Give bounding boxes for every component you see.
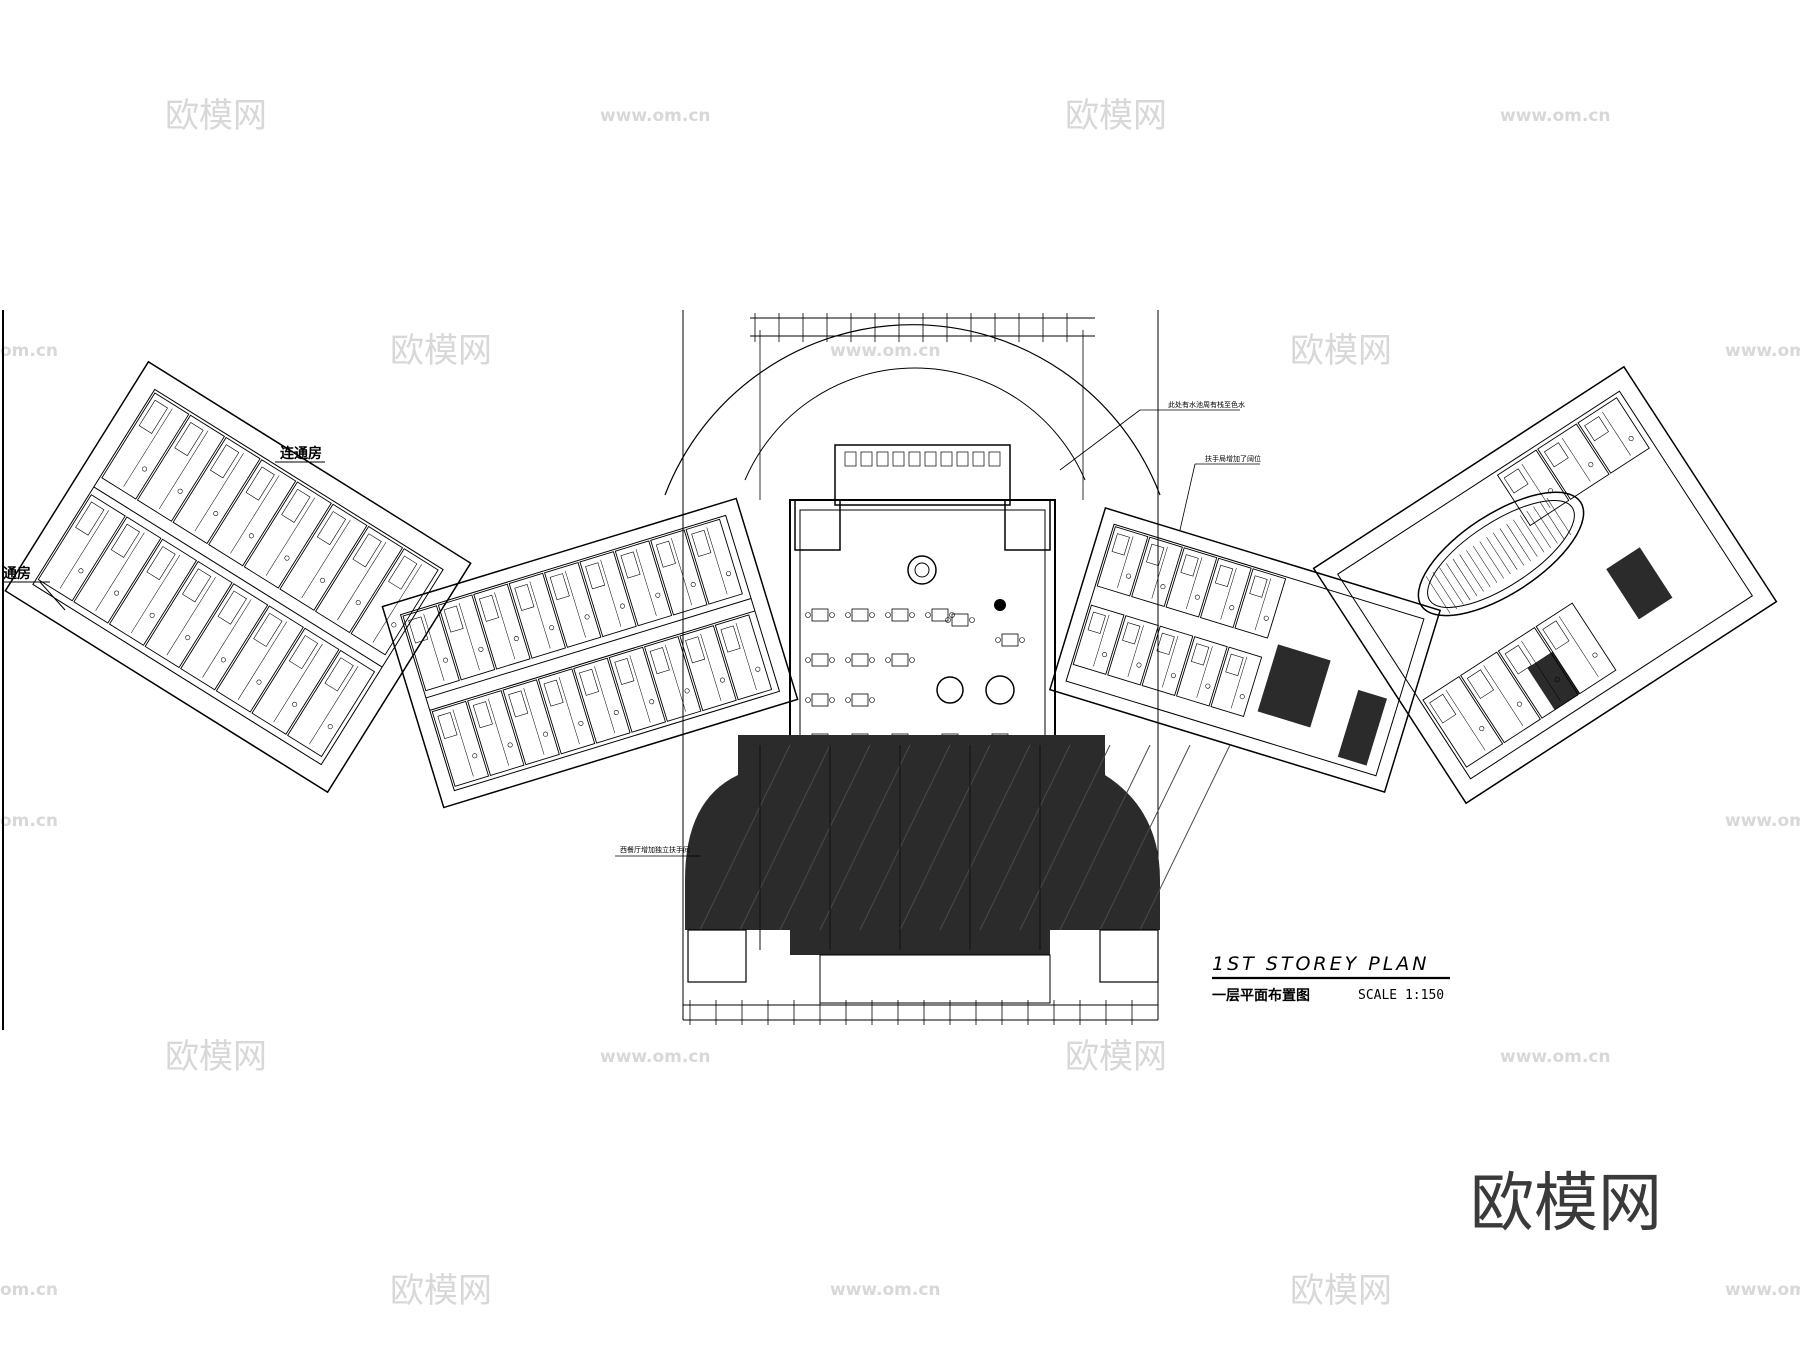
watermark-brand: 欧模网 bbox=[390, 1271, 492, 1311]
title-block: 1ST STOREY PLAN 一层平面布置图 SCALE 1:150 bbox=[1212, 953, 1450, 1004]
watermark-url: www.om.cn bbox=[1500, 106, 1611, 126]
left-inner-wing bbox=[381, 497, 799, 809]
bottom-dimension-lines bbox=[683, 1000, 1158, 1025]
watermark-url: om.cn bbox=[0, 341, 58, 361]
right-inner-wing bbox=[1048, 507, 1442, 793]
note-handrail: 扶手局增加了阔位 bbox=[1205, 454, 1261, 463]
watermark-url: www.om.cn bbox=[600, 1047, 711, 1067]
watermark-url: om.cn bbox=[0, 1280, 58, 1300]
pool-outline bbox=[1417, 491, 1585, 617]
watermark-brand: 欧模网 bbox=[165, 96, 267, 136]
left-outer-wing bbox=[4, 360, 472, 794]
hatched-basement-zone bbox=[685, 735, 1231, 1004]
watermark-brand: 欧模网 bbox=[1290, 331, 1392, 371]
watermark-brand: 欧模网 bbox=[1065, 96, 1167, 136]
plan-title: 1ST STOREY PLAN bbox=[1212, 953, 1430, 975]
watermark-brand: 欧模网 bbox=[390, 331, 492, 371]
watermark-url: www.om.cn bbox=[1725, 1280, 1800, 1300]
watermark-url: www.om.cn bbox=[1500, 1047, 1611, 1067]
dark-room bbox=[1527, 651, 1580, 710]
watermark-url: www.om.cn bbox=[600, 106, 711, 126]
watermark-url: www.om.cn bbox=[830, 1280, 941, 1300]
watermark-brand: 欧模网 bbox=[1290, 1271, 1392, 1311]
watermark-brand: 欧模网 bbox=[1065, 1037, 1167, 1077]
dark-room bbox=[1337, 689, 1387, 766]
top-dimension-lines bbox=[750, 313, 1095, 342]
note-restaurant: 西餐厅增加独立扶手间 bbox=[620, 845, 690, 854]
dark-room bbox=[1606, 547, 1673, 620]
watermark-url: www.om.cn bbox=[1725, 341, 1800, 361]
lobby-feature-circle bbox=[907, 555, 937, 585]
right-outer-wing bbox=[1312, 365, 1778, 805]
label-connecting-room-left: 通房 bbox=[3, 565, 31, 582]
watermark-url: www.om.cn bbox=[1725, 811, 1800, 831]
annotation-layer: 连通房 通房 此处有水池周有栈至色水 扶手局增加了阔位 西餐厅增加独立扶手间 bbox=[3, 400, 1261, 857]
watermark-url: www.om.cn bbox=[830, 341, 941, 361]
label-connecting-room: 连通房 bbox=[280, 445, 322, 462]
brand-logo: 欧模网 bbox=[1470, 1167, 1662, 1241]
plan-scale: SCALE 1:150 bbox=[1358, 988, 1444, 1003]
note-water-feature: 此处有水池周有栈至色水 bbox=[1168, 400, 1245, 409]
watermark-url: om.cn bbox=[0, 811, 58, 831]
watermark-brand: 欧模网 bbox=[165, 1037, 267, 1077]
dark-room bbox=[1257, 644, 1331, 728]
plan-subtitle: 一层平面布置图 bbox=[1212, 987, 1310, 1004]
